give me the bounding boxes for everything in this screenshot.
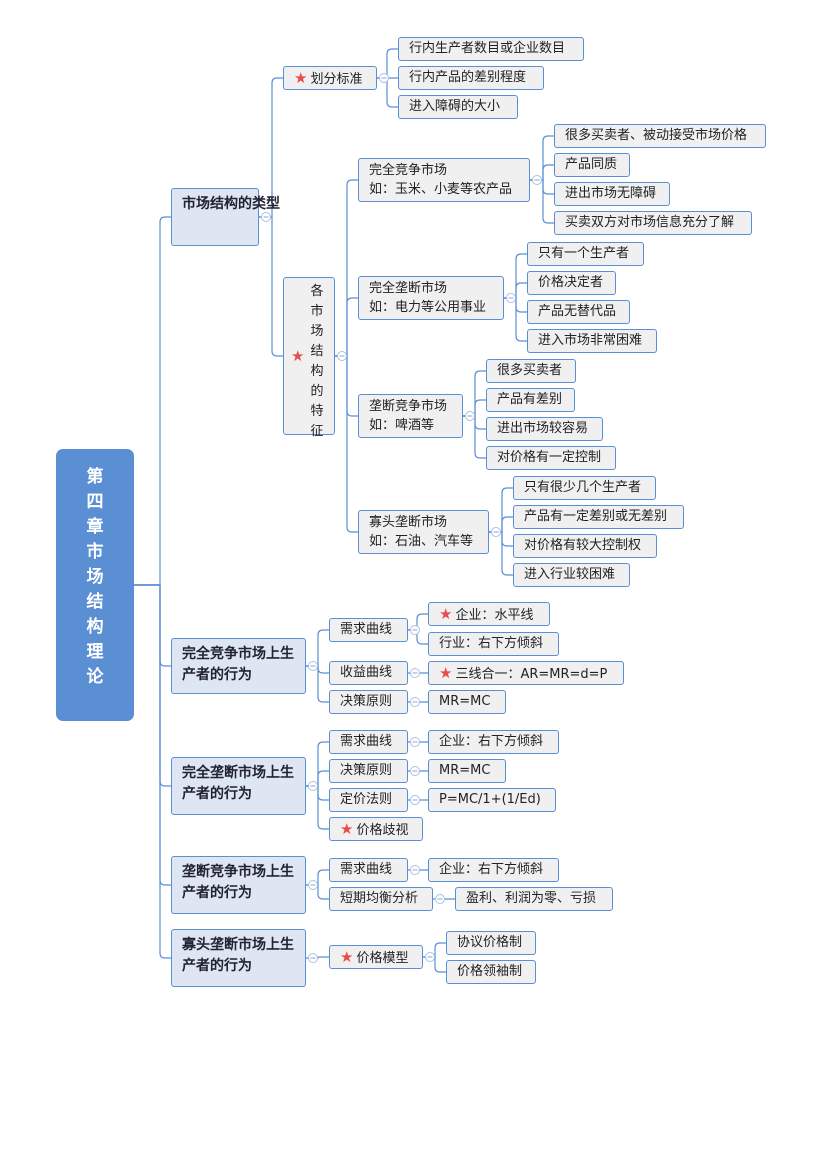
- leaf-firm-slope[interactable]: 企业：右下方倾斜: [428, 858, 559, 882]
- leaf-profit-outcomes[interactable]: 盈利、利润为零、亏损: [455, 887, 613, 911]
- connector-line: [306, 665, 329, 703]
- connector-line: [306, 956, 329, 959]
- connector-line: [306, 884, 329, 900]
- connector-line: [423, 942, 446, 958]
- connector-line: [530, 164, 554, 181]
- feature-item[interactable]: 产品有差别: [486, 388, 575, 412]
- market-oligopoly[interactable]: 寡头垄断市场如：石油、汽车等: [358, 510, 489, 554]
- criteria-item[interactable]: 进入障碍的大小: [398, 95, 518, 119]
- feature-item[interactable]: 对价格有一定控制: [486, 446, 616, 470]
- connector-line: [530, 179, 554, 224]
- market-monopolistic-competition[interactable]: 垄断竞争市场如：啤酒等: [358, 394, 463, 438]
- connector-line: [504, 297, 527, 342]
- connector-line: [408, 613, 428, 631]
- criteria-item[interactable]: 行内生产者数目或企业数目: [398, 37, 584, 61]
- node-pricing-rule[interactable]: 定价法则: [329, 788, 408, 812]
- connector-line: [306, 869, 329, 886]
- feature-item[interactable]: 对价格有较大控制权: [513, 534, 657, 558]
- connector-line: [134, 584, 171, 886]
- feature-item[interactable]: 产品同质: [554, 153, 630, 177]
- connector-line: [489, 516, 513, 533]
- connector-line: [504, 282, 527, 299]
- node-demand-curve[interactable]: 需求曲线: [329, 858, 408, 882]
- connector-line: [463, 415, 486, 459]
- star-icon: ★: [291, 347, 305, 365]
- feature-item[interactable]: 进出市场无障碍: [554, 182, 670, 206]
- connector-line: [134, 584, 171, 959]
- node-decision-rule[interactable]: 决策原则: [329, 759, 408, 783]
- root-node[interactable]: 第四章 市场结构理论: [56, 449, 134, 721]
- feature-item[interactable]: 只有很少几个生产者: [513, 476, 656, 500]
- criteria-item[interactable]: 行内产品的差别程度: [398, 66, 544, 90]
- feature-item[interactable]: 进出市场较容易: [486, 417, 603, 441]
- leaf-mr-mc[interactable]: MR=MC: [428, 759, 506, 783]
- connector-line: [335, 297, 358, 357]
- connector-line: [306, 629, 329, 667]
- star-icon: ★: [340, 820, 354, 838]
- leaf-firm-slope[interactable]: 企业：右下方倾斜: [428, 730, 559, 754]
- connector-line: [134, 584, 171, 667]
- connector-line: [259, 77, 283, 218]
- connector-line: [335, 355, 358, 533]
- node-perfect-competition-behavior[interactable]: 完全竞争市场上生产者的行为: [171, 638, 306, 694]
- connector-line: [489, 487, 513, 533]
- leaf-pricing-formula[interactable]: P=MC/1+(1/Ed): [428, 788, 556, 812]
- connector-line: [335, 179, 358, 357]
- connector-line: [134, 216, 171, 586]
- leaf-mr-mc[interactable]: MR=MC: [428, 690, 506, 714]
- node-revenue-curve[interactable]: 收益曲线: [329, 661, 408, 685]
- connector-line: [423, 956, 446, 973]
- connector-line: [408, 629, 428, 645]
- leaf-agreement-pricing[interactable]: 协议价格制: [446, 931, 536, 955]
- connector-line: [530, 135, 554, 181]
- connector-line: [377, 48, 398, 79]
- node-decision-rule[interactable]: 决策原则: [329, 690, 408, 714]
- node-criteria[interactable]: ★划分标准: [283, 66, 377, 90]
- connector-line: [306, 741, 329, 787]
- node-short-run-equilibrium[interactable]: 短期均衡分析: [329, 887, 433, 911]
- connector-line: [504, 253, 527, 299]
- star-icon: ★: [439, 664, 453, 682]
- star-icon: ★: [294, 69, 308, 87]
- node-price-discrimination[interactable]: ★价格歧视: [329, 817, 423, 841]
- leaf-three-lines[interactable]: ★三线合一：AR=MR=d=P: [428, 661, 624, 685]
- feature-item[interactable]: 只有一个生产者: [527, 242, 644, 266]
- star-icon: ★: [439, 605, 453, 623]
- feature-item[interactable]: 产品无替代品: [527, 300, 630, 324]
- leaf-price-leadership[interactable]: 价格领袖制: [446, 960, 536, 984]
- connector-line: [377, 77, 398, 108]
- node-demand-curve[interactable]: 需求曲线: [329, 618, 408, 642]
- connector-line: [134, 584, 171, 787]
- feature-item[interactable]: 买卖双方对市场信息充分了解: [554, 211, 752, 235]
- connector-line: [306, 770, 329, 787]
- connector-line: [463, 399, 486, 417]
- feature-item[interactable]: 价格决定者: [527, 271, 616, 295]
- node-oligopoly-behavior[interactable]: 寡头垄断市场上生产者的行为: [171, 929, 306, 987]
- node-monopolistic-competition-behavior[interactable]: 垄断竞争市场上生产者的行为: [171, 856, 306, 914]
- node-market-structure-types[interactable]: 市场结构的类型: [171, 188, 280, 246]
- feature-item[interactable]: 很多买卖者、被动接受市场价格: [554, 124, 766, 148]
- star-icon: ★: [340, 948, 354, 966]
- market-monopoly[interactable]: 完全垄断市场如：电力等公用事业: [358, 276, 504, 320]
- feature-item[interactable]: 很多买卖者: [486, 359, 576, 383]
- node-demand-curve[interactable]: 需求曲线: [329, 730, 408, 754]
- market-perfect-competition[interactable]: 完全竞争市场如：玉米、小麦等农产品: [358, 158, 530, 202]
- node-price-model[interactable]: ★价格模型: [329, 945, 423, 969]
- connector-line: [259, 216, 283, 357]
- feature-item[interactable]: 产品有一定差别或无差别: [513, 505, 684, 529]
- node-monopoly-behavior[interactable]: 完全垄断市场上生产者的行为: [171, 757, 306, 815]
- leaf-firm-horizontal[interactable]: ★企业：水平线: [428, 602, 550, 626]
- connector-line: [489, 531, 513, 576]
- feature-item[interactable]: 进入市场非常困难: [527, 329, 657, 353]
- leaf-industry-slope[interactable]: 行业：右下方倾斜: [428, 632, 559, 656]
- connector-line: [306, 785, 329, 830]
- node-features[interactable]: ★各市场结构的特征: [283, 277, 335, 439]
- feature-item[interactable]: 进入行业较困难: [513, 563, 630, 587]
- connector-line: [463, 370, 486, 417]
